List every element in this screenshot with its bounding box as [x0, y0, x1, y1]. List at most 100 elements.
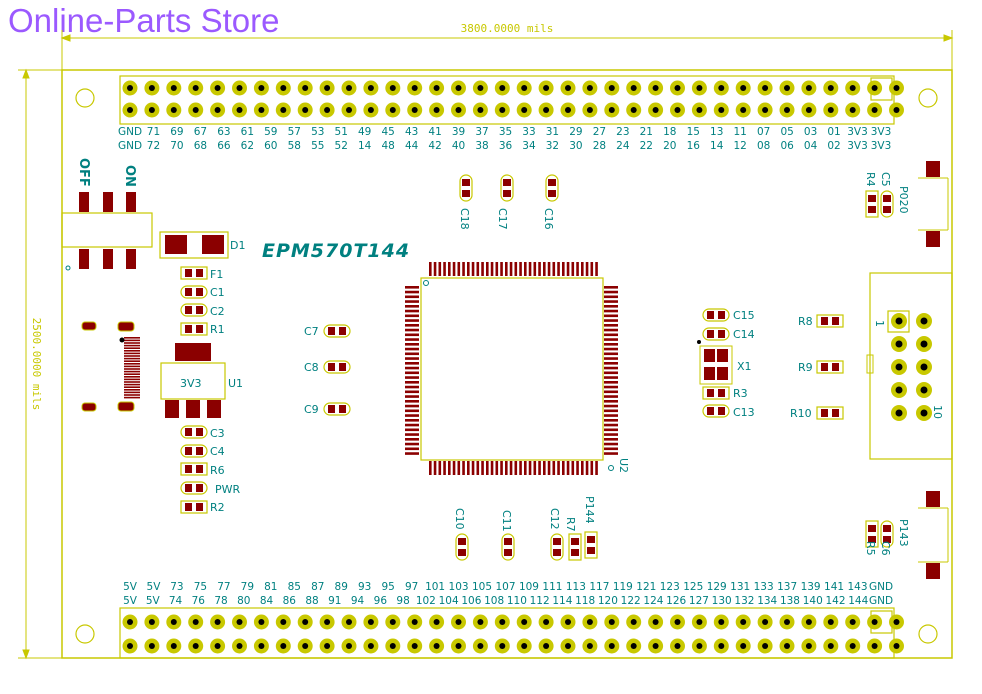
- header-pin-label: 20: [663, 140, 676, 152]
- label-u1: U1: [228, 377, 243, 390]
- label-r3: R3: [733, 387, 748, 400]
- label-p143: P143: [897, 519, 910, 547]
- smd-part: [323, 402, 351, 416]
- smd-part: [880, 520, 894, 548]
- label-f1: F1: [210, 268, 223, 281]
- header-pin-label: 63: [217, 126, 230, 138]
- watermark: Online-Parts Store: [8, 2, 280, 39]
- header-pin-label: 42: [428, 140, 441, 152]
- header-pin-label: GND: [118, 140, 142, 152]
- header-pin-label: 3V3: [847, 140, 868, 152]
- header-pin-label: 127: [689, 595, 709, 607]
- header-pin-label: 80: [237, 595, 250, 607]
- header-pin-label: 59: [264, 126, 277, 138]
- header-pin-label: 81: [264, 581, 277, 593]
- button-p143: [918, 491, 949, 579]
- button-p020: [918, 161, 949, 247]
- header-pin-label: 104: [439, 595, 459, 607]
- jtag-header: [866, 272, 953, 460]
- header-pin-label: 60: [264, 140, 277, 152]
- header-pin-label: 108: [484, 595, 504, 607]
- label-pwr: PWR: [215, 483, 241, 496]
- header-pin-label: 45: [381, 126, 394, 138]
- top-header-outline: [119, 75, 895, 125]
- smd-part: [180, 322, 208, 336]
- chip-label: EPM570T144: [262, 240, 410, 262]
- header-pin-label: 112: [530, 595, 550, 607]
- header-pin-label: 141: [824, 581, 844, 593]
- header-pin-label: 03: [804, 126, 817, 138]
- label-c18: C18: [458, 208, 471, 230]
- header-pin-label: 24: [616, 140, 630, 152]
- smd-part: [180, 500, 208, 514]
- header-pin-label: 23: [616, 126, 629, 138]
- header-pin-label: 96: [374, 595, 388, 607]
- header-pin-label: 93: [358, 581, 371, 593]
- smd-part: [816, 314, 844, 328]
- label-c12: C12: [548, 508, 561, 530]
- smd-part: [702, 308, 730, 322]
- label-c17: C17: [496, 208, 509, 230]
- header-pin-label: 43: [405, 126, 418, 138]
- header-pin-label: 22: [640, 140, 653, 152]
- header-pin-label: 12: [734, 140, 747, 152]
- small-components: [180, 174, 894, 561]
- smd-part: [702, 404, 730, 418]
- board-outline: [61, 69, 953, 659]
- smd-part: [865, 520, 879, 548]
- header-pin-label: 103: [449, 581, 469, 593]
- header-pin-label: 57: [288, 126, 301, 138]
- smd-part: [880, 190, 894, 218]
- jtag-pin10-label: 10: [931, 405, 944, 419]
- smd-part: [455, 533, 469, 561]
- label-r5: R5: [864, 541, 877, 556]
- label-r1: R1: [210, 323, 225, 336]
- power-switch: OFF ON: [61, 158, 153, 271]
- diode-d1: [159, 231, 229, 259]
- header-pin-label: 89: [335, 581, 348, 593]
- header-pin-label: 144: [848, 595, 868, 607]
- header-pin-label: 77: [217, 581, 230, 593]
- header-pin-label: 21: [640, 126, 653, 138]
- header-pin-label: 79: [241, 581, 254, 593]
- header-pin-label: 98: [396, 595, 409, 607]
- label-c9: C9: [304, 403, 319, 416]
- width-dimension-label: 3800.0000 mils: [461, 22, 554, 35]
- header-pin-label: 44: [405, 140, 419, 152]
- label-c2: C2: [210, 305, 225, 318]
- header-pin-label: 87: [311, 581, 324, 593]
- header-pin-label: 95: [381, 581, 394, 593]
- bottom-header-outline: [119, 607, 895, 659]
- label-r2: R2: [210, 501, 225, 514]
- switch-on-label: ON: [122, 165, 137, 187]
- label-c8: C8: [304, 361, 319, 374]
- header-pin-label: GND: [869, 595, 893, 607]
- header-pin-label: 58: [288, 140, 301, 152]
- header-pin-label: 41: [428, 126, 441, 138]
- header-pin-label: 30: [569, 140, 582, 152]
- header-pin-label: 85: [288, 581, 301, 593]
- header-pin-label: 133: [754, 581, 774, 593]
- mounting-holes: [75, 88, 938, 644]
- header-pin-label: 53: [311, 126, 324, 138]
- smd-part: [180, 425, 208, 439]
- header-pin-label: 69: [170, 126, 183, 138]
- header-pin-label: 86: [283, 595, 297, 607]
- header-pin-label: 143: [848, 581, 868, 593]
- bottom-header-pins: [122, 614, 904, 654]
- header-pin-label: 78: [214, 595, 227, 607]
- header-pin-label: 120: [598, 595, 618, 607]
- width-dimension: [60, 30, 954, 70]
- header-pin-label: 51: [335, 126, 348, 138]
- label-c10: C10: [453, 508, 466, 530]
- smd-part: [568, 533, 582, 561]
- header-pin-label: 132: [734, 595, 754, 607]
- header-pin-label: 34: [522, 140, 536, 152]
- header-pin-label: 3V3: [871, 126, 892, 138]
- smd-part: [323, 324, 351, 338]
- header-pin-label: 04: [804, 140, 818, 152]
- header-pin-label: 129: [707, 581, 727, 593]
- smd-part: [816, 360, 844, 374]
- label-c5: C5: [879, 172, 892, 187]
